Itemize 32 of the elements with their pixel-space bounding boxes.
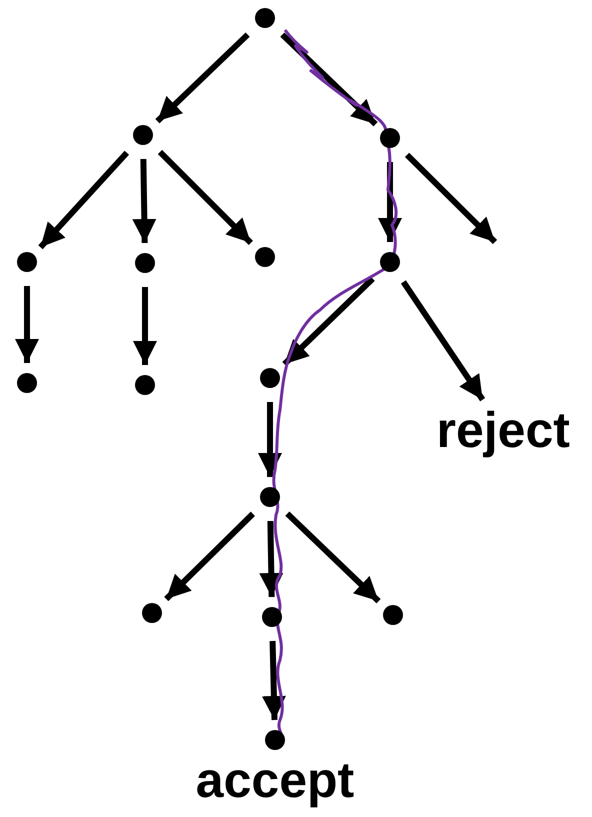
arrow bbox=[282, 276, 375, 366]
node-dot bbox=[142, 603, 162, 623]
node-dot bbox=[260, 487, 280, 507]
arrow bbox=[15, 286, 39, 363]
arrow bbox=[155, 32, 250, 124]
node-dot bbox=[133, 125, 153, 145]
node-dot bbox=[380, 252, 400, 272]
arrow bbox=[259, 520, 284, 598]
node-dot bbox=[17, 252, 37, 272]
arrow bbox=[132, 158, 156, 244]
node-dot bbox=[383, 605, 403, 625]
node-dot bbox=[135, 375, 155, 395]
arrow bbox=[133, 287, 157, 365]
node-dot bbox=[380, 128, 400, 148]
arrow bbox=[262, 640, 286, 720]
arrow bbox=[378, 162, 402, 242]
node-dot bbox=[255, 247, 275, 267]
node-dot bbox=[260, 368, 280, 388]
arrow bbox=[400, 280, 486, 402]
arrow bbox=[280, 32, 378, 126]
arrow bbox=[404, 152, 498, 244]
node-dot bbox=[135, 253, 155, 273]
arrow bbox=[285, 511, 381, 604]
arrow bbox=[164, 512, 255, 602]
arrow bbox=[158, 150, 253, 245]
node-dot bbox=[262, 607, 282, 627]
outcome-label: reject bbox=[436, 402, 570, 458]
node-dot bbox=[255, 8, 275, 28]
arrow bbox=[258, 402, 282, 477]
arrow bbox=[38, 150, 130, 250]
outcome-label: accept bbox=[196, 752, 354, 808]
node-dot bbox=[17, 373, 37, 393]
